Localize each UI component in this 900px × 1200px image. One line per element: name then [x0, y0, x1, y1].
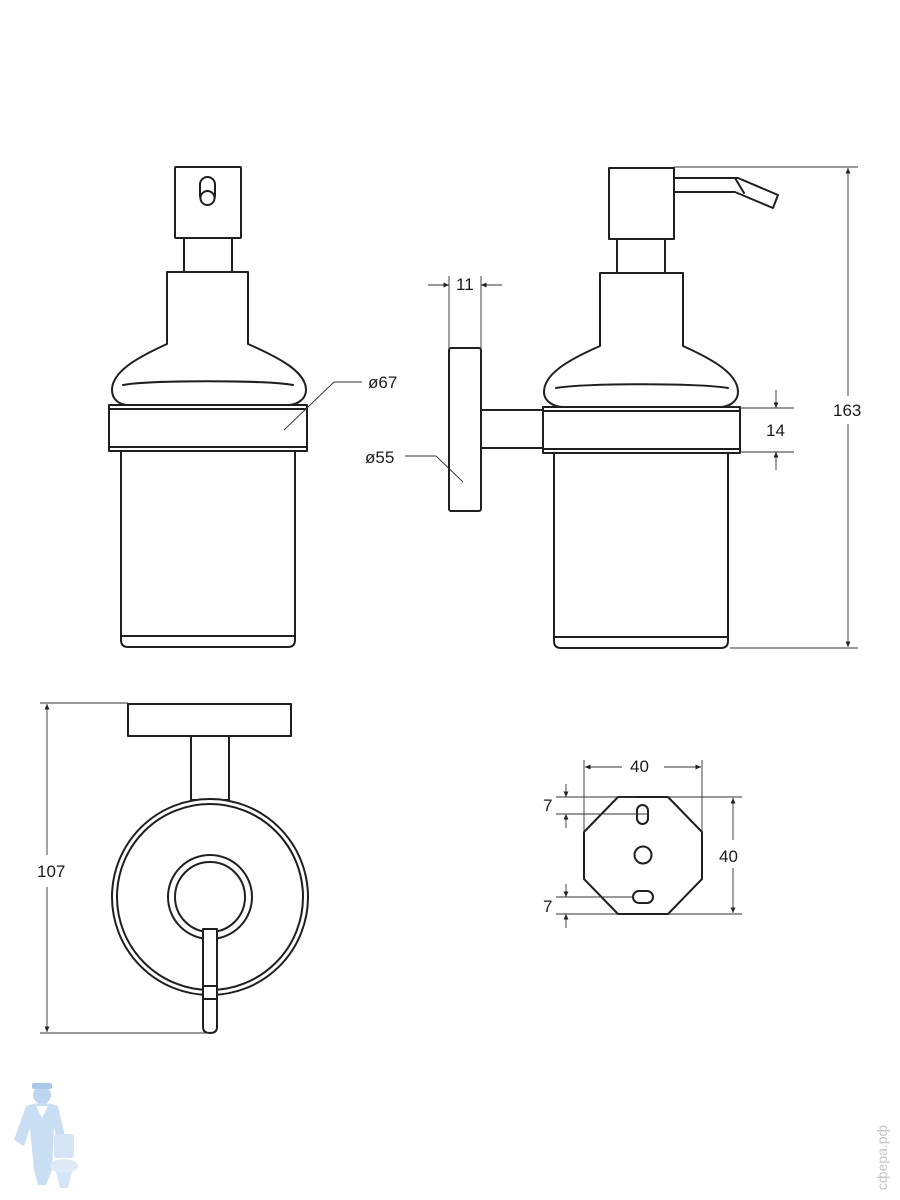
side-view: 11 ø55 14 163: [365, 166, 861, 649]
shelf-diameter-leader: [283, 381, 362, 431]
side-glass-container: [553, 452, 729, 649]
plate-width-dimension: [583, 760, 703, 832]
top-view: 107: [37, 702, 309, 1034]
top-slot-dimension: [556, 784, 648, 828]
front-view: ø67: [108, 166, 397, 648]
plate-height-dimension: [668, 796, 742, 915]
holder-height-label: 14: [766, 421, 785, 440]
total-height-dimension: [674, 166, 858, 649]
plate-height-label: 40: [719, 847, 738, 866]
flange-diameter-leader: [405, 455, 464, 483]
total-depth-dimension: [40, 702, 210, 1034]
plate-width-label: 40: [630, 757, 649, 776]
flange-depth-label: 11: [456, 275, 474, 294]
center-hole: [633, 845, 653, 865]
total-depth-label: 107: [37, 862, 65, 881]
top-pump-head: [167, 854, 253, 940]
bottom-slot-label: 7: [543, 897, 552, 916]
mounting-plate-view: 40 40 7 7: [543, 757, 742, 928]
octagon-plate: [583, 796, 703, 915]
top-wall-plate: [127, 703, 292, 737]
top-slot-label: 7: [543, 796, 552, 815]
wall-flange: [448, 347, 482, 512]
top-spout: [202, 928, 218, 1034]
plumber-mascot-logo: [14, 1083, 78, 1188]
side-pump-head: [608, 167, 779, 274]
front-bottle-neck: [111, 271, 307, 406]
side-bottle-neck: [543, 272, 739, 408]
front-glass-container: [120, 450, 296, 648]
total-height-label: 163: [833, 401, 861, 420]
watermark-text: сфера.рф: [874, 1125, 890, 1190]
holder-height-dimension: [740, 390, 794, 470]
flange-depth-dimension: [428, 276, 502, 348]
front-holder-ring: [108, 404, 308, 452]
shelf-diameter-label: ø67: [368, 373, 397, 392]
side-arm: [480, 409, 546, 449]
front-pump-head: [174, 166, 242, 273]
flange-diameter-label: ø55: [365, 448, 394, 467]
side-holder-ring: [542, 406, 741, 454]
top-arm: [190, 735, 230, 801]
bottom-slot-dimension: [556, 884, 633, 928]
top-mounting-slot: [636, 804, 649, 825]
